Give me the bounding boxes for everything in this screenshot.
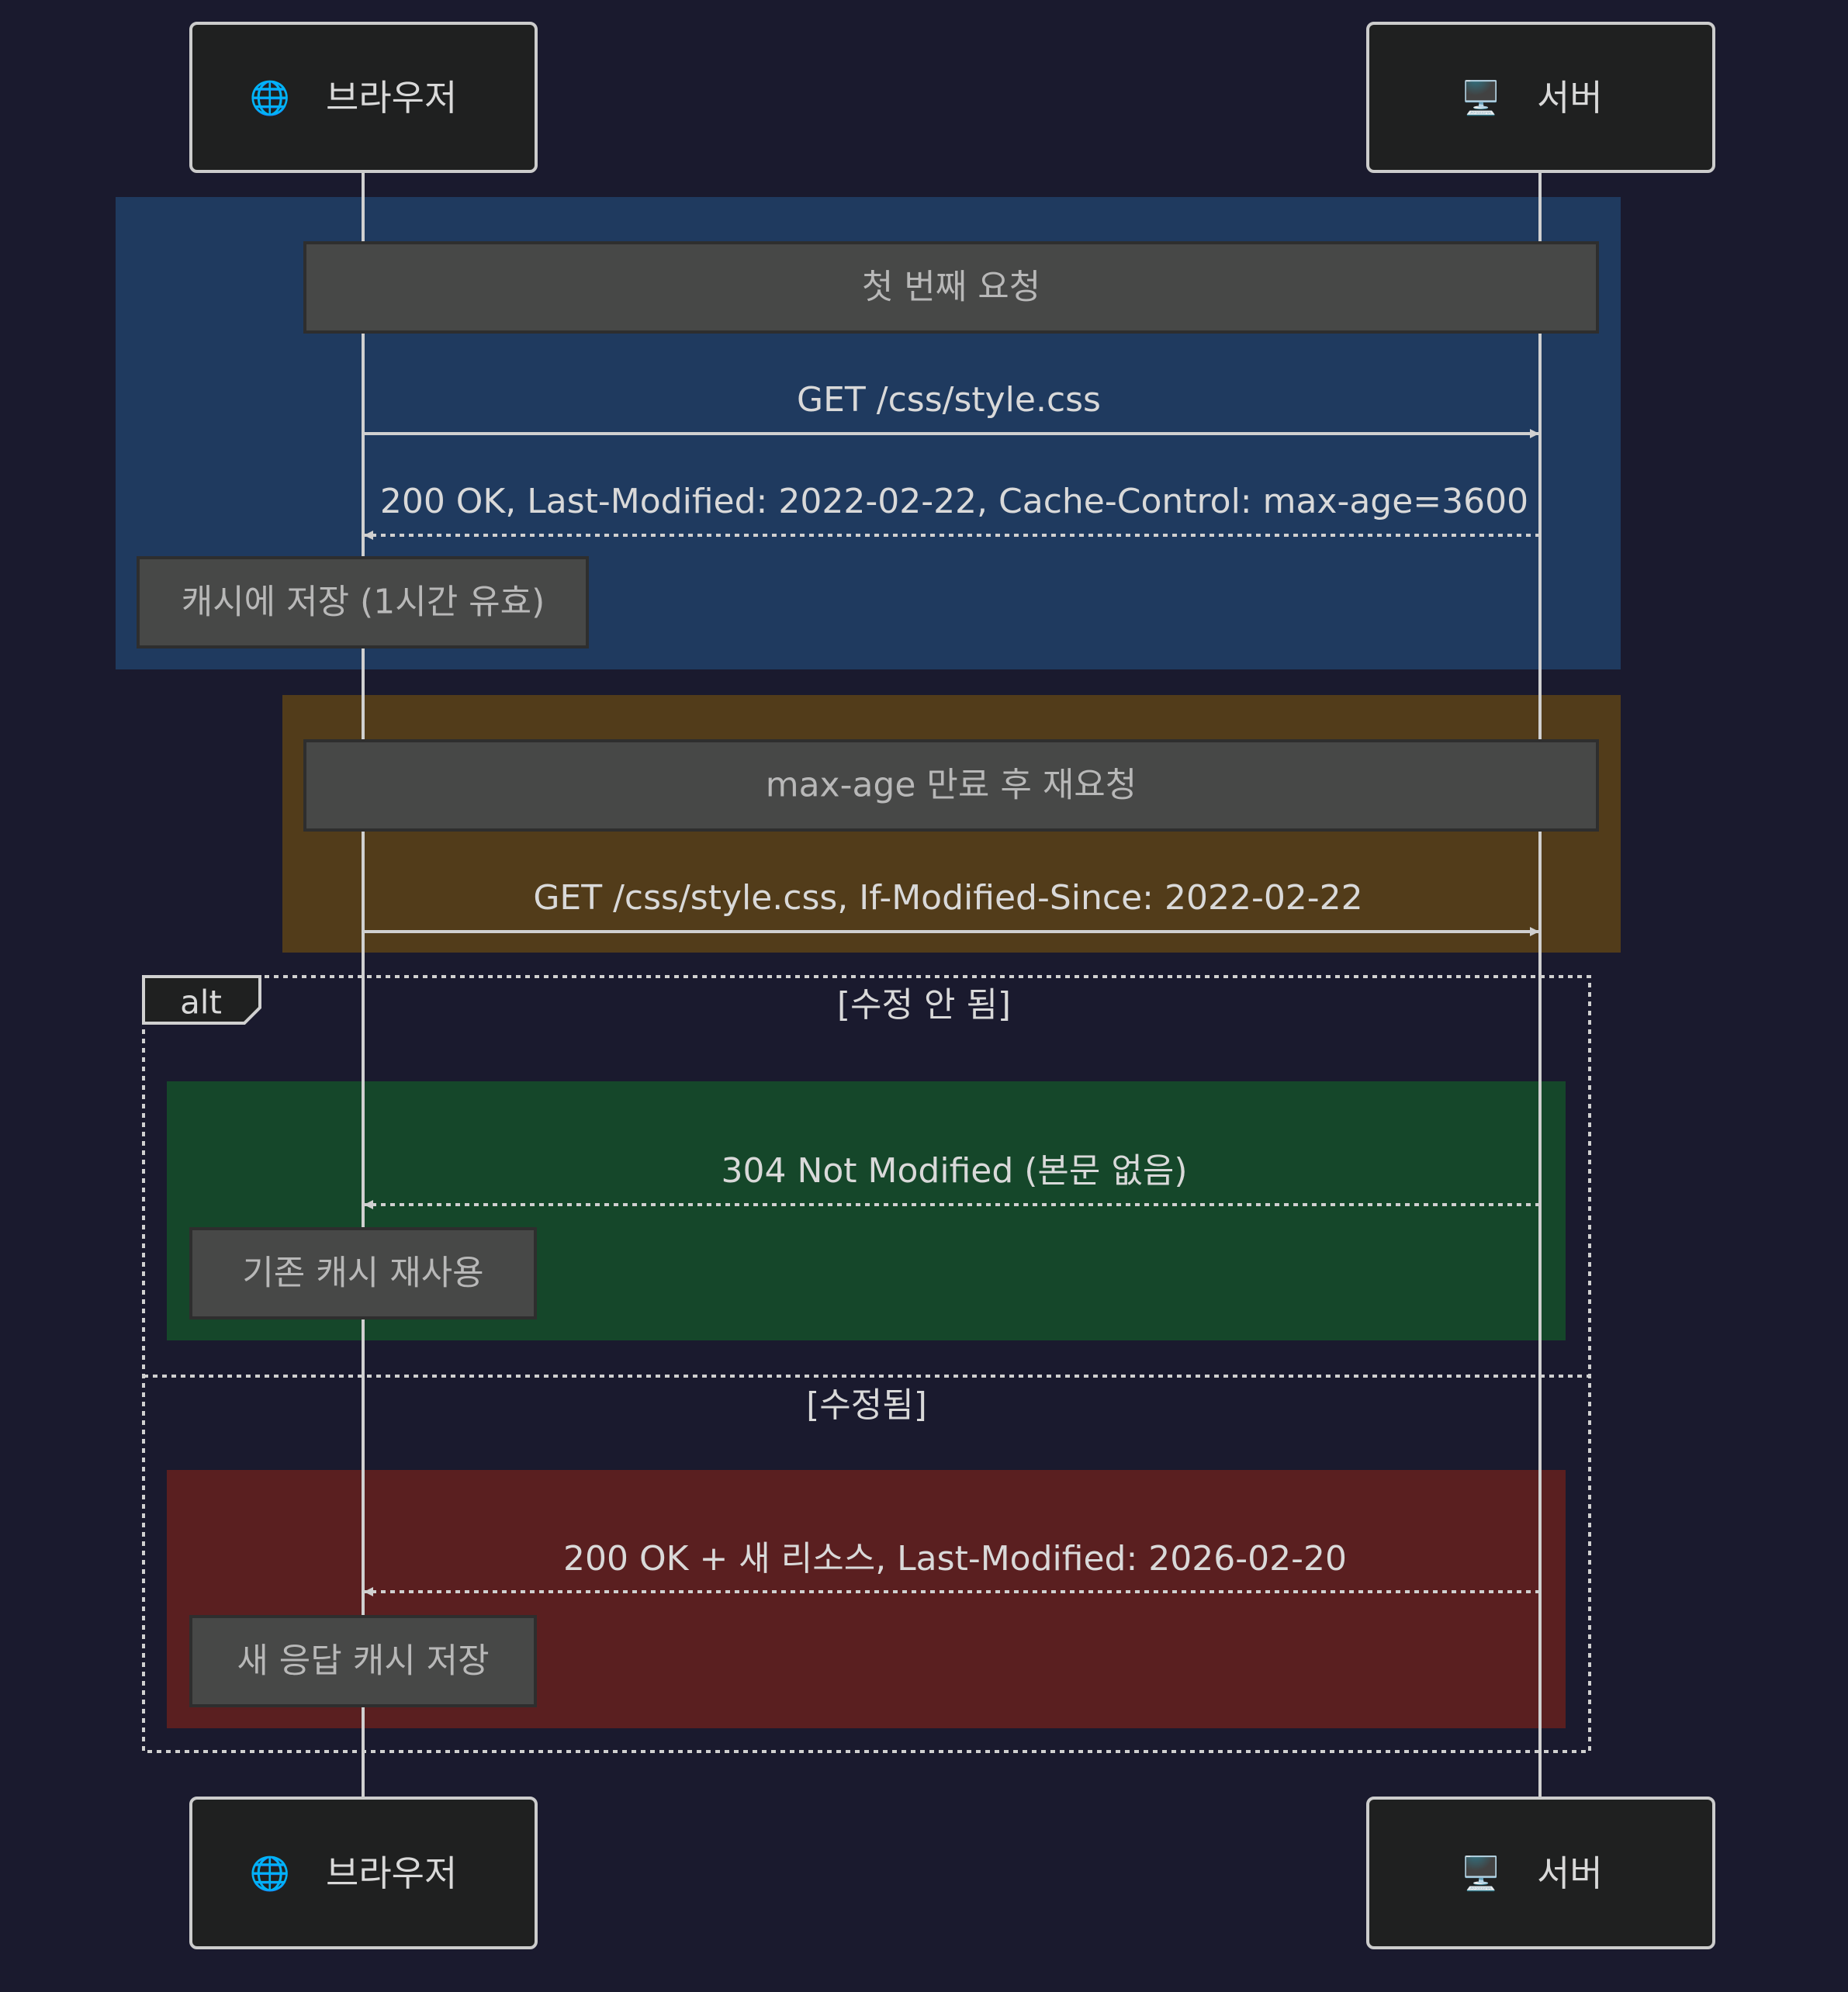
participant-box[interactable] xyxy=(189,22,538,173)
note-cache-store-text: 캐시에 저장 (1시간 유효) xyxy=(182,583,545,622)
note-box xyxy=(189,1615,537,1707)
message-200-response-text: 200 OK, Last-Modified: 2022-02-22, Cache… xyxy=(380,482,1528,521)
message-304-response: 304 Not Modified (본문 없음) xyxy=(364,1151,1540,1209)
alt-frame-border xyxy=(142,975,1591,1753)
participant-server-bottom[interactable]: 🖥️ 서버 xyxy=(1366,1797,1715,1949)
note-box xyxy=(189,1227,537,1319)
participant-browser-label: 브라우저 xyxy=(326,77,457,119)
note-store-new-response-text: 새 응답 캐시 저장 xyxy=(237,1641,489,1681)
participant-browser-label: 브라우저 xyxy=(326,1852,457,1894)
message-200-response: 200 OK, Last-Modified: 2022-02-22, Cache… xyxy=(364,482,1540,540)
message-conditional-get-text: GET /css/style.css, If-Modified-Since: 2… xyxy=(533,878,1362,918)
participant-box[interactable] xyxy=(1366,1797,1715,1949)
alt-label-box xyxy=(142,975,261,1025)
message-200-new-response-text: 200 OK + 새 리소스, Last-Modified: 2026-02-2… xyxy=(563,1539,1347,1579)
message-conditional-get: GET /css/style.css, If-Modified-Since: 2… xyxy=(363,878,1539,936)
alt-label: alt xyxy=(180,984,222,1022)
note-first-request-text: 첫 번째 요청 xyxy=(862,268,1040,307)
globe-icon: 🌐 xyxy=(250,79,290,117)
message-304-response-text: 304 Not Modified (본문 없음) xyxy=(721,1151,1187,1191)
alt-guard-not-modified: [수정 안 됨] xyxy=(837,985,1011,1025)
note-cache-store: 캐시에 저장 (1시간 유효) xyxy=(137,556,589,648)
note-revalidation-text: max-age 만료 후 재요청 xyxy=(766,766,1137,805)
message-get-request-text: GET /css/style.css xyxy=(797,380,1101,420)
note-reuse-cache: 기존 캐시 재사용 xyxy=(189,1227,537,1319)
globe-icon: 🌐 xyxy=(250,1855,290,1893)
participant-server-top[interactable]: 🖥️ 서버 xyxy=(1366,22,1715,173)
alt-guard-modified: [수정됨] xyxy=(806,1385,927,1425)
note-box xyxy=(303,241,1599,334)
desktop-computer-icon: 🖥️ xyxy=(1461,1855,1501,1893)
participant-box[interactable] xyxy=(189,1797,538,1949)
participant-server-label: 서버 xyxy=(1537,1852,1603,1894)
message-200-new-response: 200 OK + 새 리소스, Last-Modified: 2026-02-2… xyxy=(364,1539,1540,1596)
note-revalidation: max-age 만료 후 재요청 xyxy=(303,739,1599,832)
note-store-new-response: 새 응답 캐시 저장 xyxy=(189,1615,537,1707)
alt-frame: alt [수정 안 됨] [수정됨] xyxy=(142,975,1591,1753)
participant-box[interactable] xyxy=(1366,22,1715,173)
message-get-request: GET /css/style.css xyxy=(363,380,1539,438)
note-box xyxy=(137,556,589,648)
participant-browser-top[interactable]: 🌐 브라우저 xyxy=(189,22,538,173)
note-box xyxy=(303,739,1599,832)
note-reuse-cache-text: 기존 캐시 재사용 xyxy=(242,1254,483,1293)
participant-server-label: 서버 xyxy=(1537,77,1603,119)
desktop-computer-icon: 🖥️ xyxy=(1461,79,1501,117)
participant-browser-bottom[interactable]: 🌐 브라우저 xyxy=(189,1797,538,1949)
note-first-request: 첫 번째 요청 xyxy=(303,241,1599,334)
